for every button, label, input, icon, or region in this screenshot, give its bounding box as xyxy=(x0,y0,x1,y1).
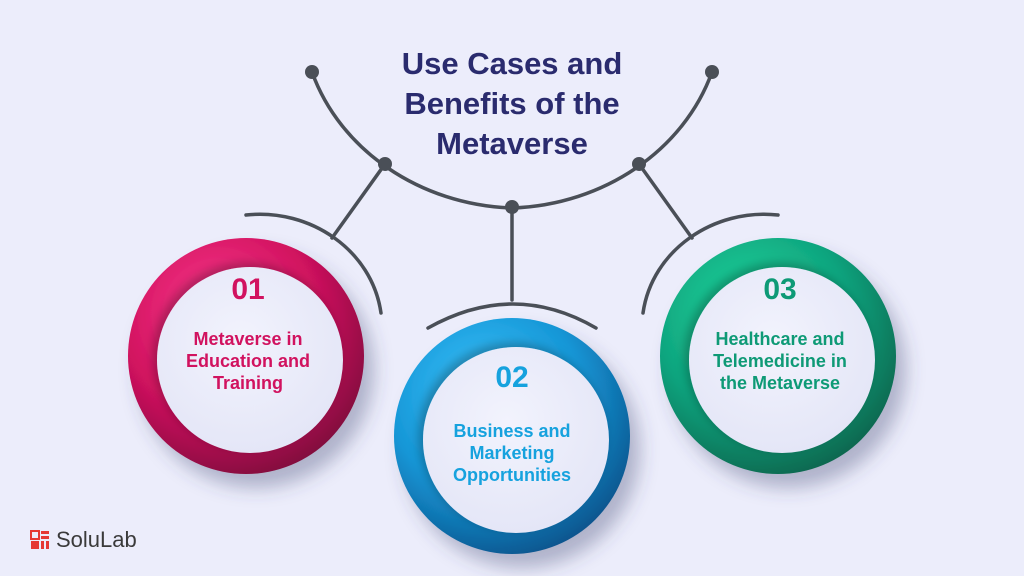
item-label-2: Business and Marketing Opportunities xyxy=(453,421,571,485)
disc-face-3 xyxy=(689,267,875,453)
disc-face-1 xyxy=(157,267,343,453)
item-number-2: 02 xyxy=(495,361,529,394)
dot-top-right xyxy=(705,65,719,79)
arc-over-item-2 xyxy=(426,302,598,330)
dot-center xyxy=(505,200,519,214)
arc-over-item-3 xyxy=(641,212,780,315)
use-case-card-3: 03 Healthcare and Telemedicine in the Me… xyxy=(700,272,860,394)
use-case-card-1: 01 Metaverse in Education and Training xyxy=(168,272,328,394)
disc-face-2 xyxy=(423,347,609,533)
disc-item-3 xyxy=(660,238,896,474)
item-number-1: 01 xyxy=(231,273,265,306)
dot-top-left xyxy=(305,65,319,79)
solulab-logo-icon xyxy=(30,530,49,549)
connector-dots xyxy=(305,65,719,214)
diagram-title: Use Cases and Benefits of the Metaverse xyxy=(401,46,623,161)
item-label-1: Metaverse in Education and Training xyxy=(185,329,310,393)
connector-right xyxy=(637,162,694,240)
brand-logo: SoluLab xyxy=(30,525,137,555)
disc-item-1 xyxy=(128,238,364,474)
brand-name: SoluLab xyxy=(56,527,137,552)
connector-left xyxy=(330,162,387,240)
item-label-3: Healthcare and Telemedicine in the Metav… xyxy=(713,329,847,393)
disc-item-2 xyxy=(394,318,630,554)
item-number-3: 03 xyxy=(763,273,797,306)
dot-mid-left xyxy=(378,157,392,171)
use-case-card-2: 02 Business and Marketing Opportunities xyxy=(433,360,591,486)
arc-over-item-1 xyxy=(244,212,383,315)
dot-mid-right xyxy=(632,157,646,171)
